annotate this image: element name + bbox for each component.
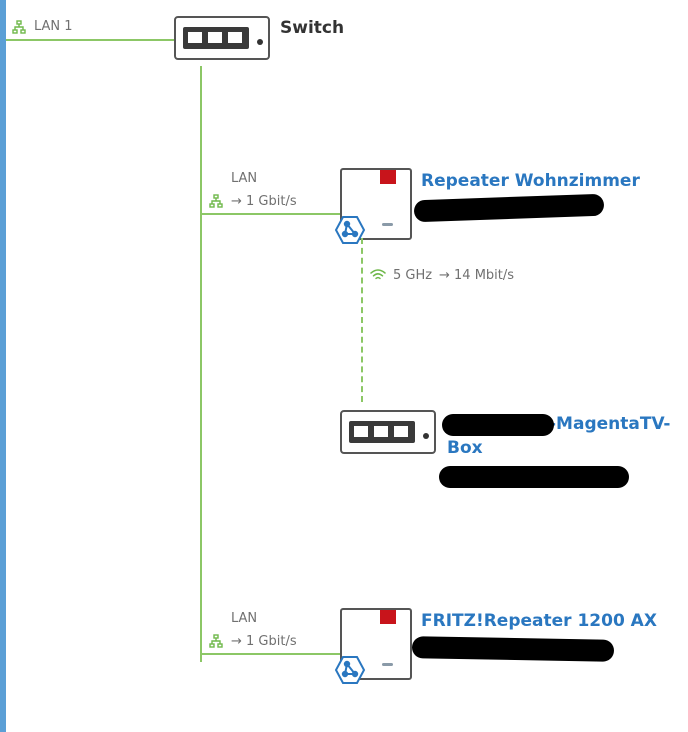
switch-icon[interactable] [174,16,270,60]
repeater2-conn-speed: → 1 Gbit/s [231,634,297,649]
tvbox-redaction-2 [439,466,629,488]
wifi-band: 5 GHz [393,268,433,283]
left-accent-bar [0,0,6,732]
repeater1-link-line [202,213,342,215]
repeater2-redaction [411,636,615,662]
repeater1-title[interactable]: Repeater Wohnzimmer [421,171,640,191]
switch-icon[interactable] [340,410,436,454]
lan-icon [12,20,26,34]
repeater2-conn-type: LAN [231,611,258,626]
uplink-line [6,39,176,41]
trunk-line [200,66,202,662]
repeater1-conn-type: LAN [231,171,258,186]
repeater2-link-line [202,653,342,655]
repeater1-redaction [413,193,605,223]
repeater2-title[interactable]: FRITZ!Repeater 1200 AX [421,611,657,631]
wifi-icon [370,269,386,280]
tvbox-redaction-1 [442,414,554,436]
mesh-icon [334,216,366,244]
uplink-label: LAN 1 [34,19,73,34]
switch-title[interactable]: Switch [280,18,345,38]
repeater1-conn-speed: → 1 Gbit/s [231,194,297,209]
lan-icon [209,634,223,648]
tvbox-title-line2[interactable]: Box [447,438,483,458]
lan-icon [209,194,223,208]
wifi-speed: → 14 Mbit/s [439,268,515,283]
tvbox-title-line1[interactable]: -MagentaTV- [549,414,671,434]
wifi-link-line [361,238,363,402]
mesh-icon [334,656,366,684]
